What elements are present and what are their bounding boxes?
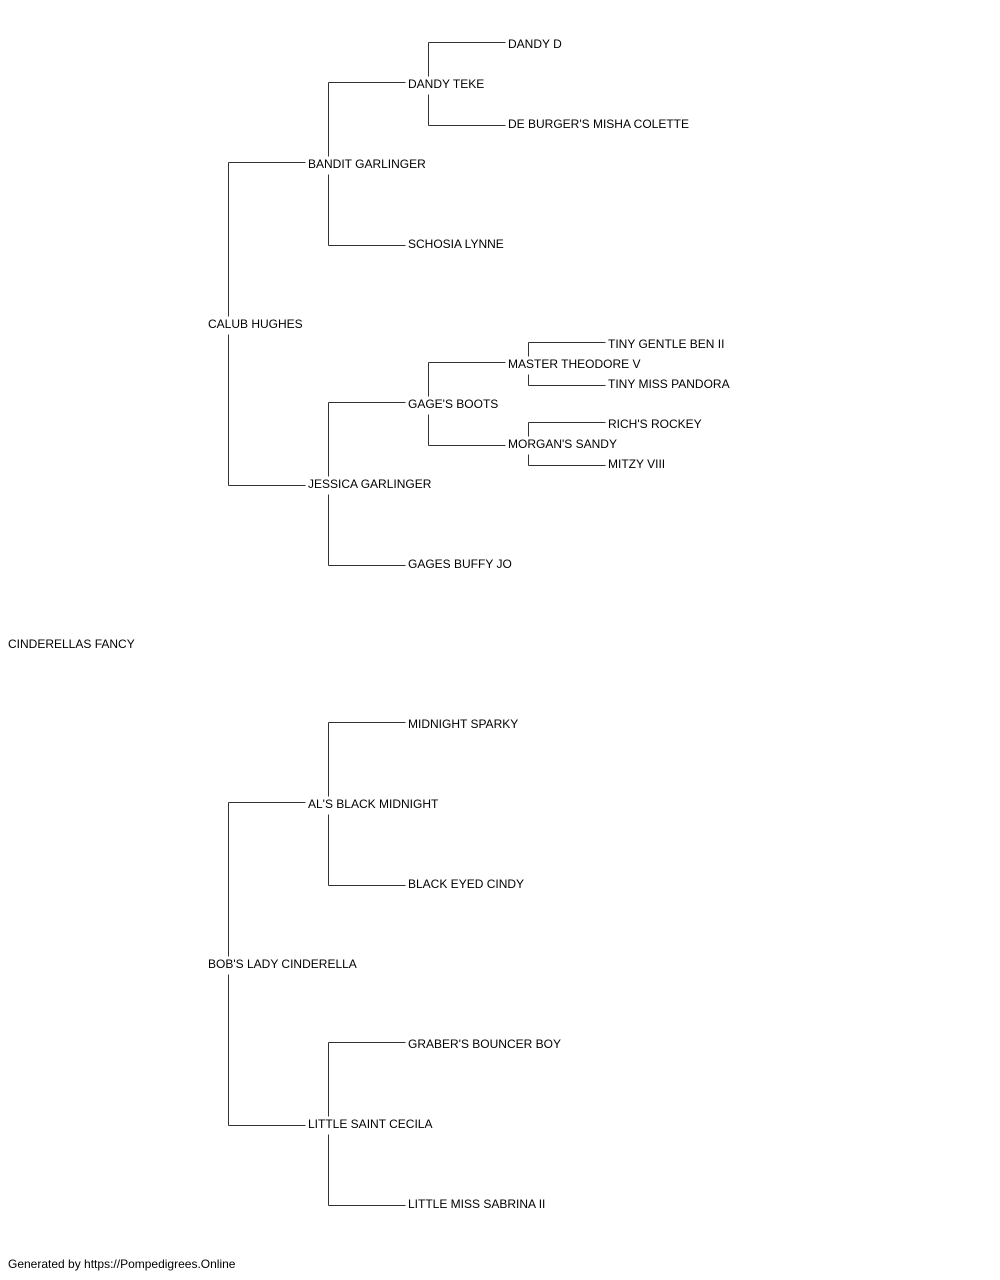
node-sire-dam-sire: GAGE'S BOOTS	[408, 397, 499, 411]
node-subject: CINDERELLAS FANCY	[8, 637, 135, 651]
node-sssd: DE BURGER'S MISHA COLETTE	[508, 117, 689, 131]
node-sdsds: RICH'S ROCKEY	[608, 417, 702, 431]
node-sire-dam: JESSICA GARLINGER	[308, 477, 432, 491]
node-sire-dam-dam: GAGES BUFFY JO	[408, 557, 512, 571]
node-sire: CALUB HUGHES	[208, 317, 303, 331]
node-ssss: DANDY D	[508, 37, 562, 51]
node-dam-sire: AL'S BLACK MIDNIGHT	[308, 797, 439, 811]
footer-credit: Generated by https://Pompedigrees.Online	[8, 1257, 236, 1271]
node-sdsd: MORGAN'S SANDY	[508, 437, 617, 451]
node-dam: BOB'S LADY CINDERELLA	[208, 957, 357, 971]
node-dam-dam-sire: GRABER'S BOUNCER BOY	[408, 1037, 561, 1051]
node-sdssd: TINY MISS PANDORA	[608, 377, 730, 391]
node-dam-sire-sire: MIDNIGHT SPARKY	[408, 717, 519, 731]
node-sdsdd: MITZY VIII	[608, 457, 666, 471]
node-dam-dam-dam: LITTLE MISS SABRINA II	[408, 1197, 546, 1211]
node-sdsss: TINY GENTLE BEN II	[608, 337, 725, 351]
node-dam-dam: LITTLE SAINT CECILA	[308, 1117, 433, 1131]
node-sire-sire: BANDIT GARLINGER	[308, 157, 426, 171]
node-sdss: MASTER THEODORE V	[508, 357, 641, 371]
node-dam-sire-dam: BLACK EYED CINDY	[408, 877, 525, 891]
node-sire-sire-dam: SCHOSIA LYNNE	[408, 237, 504, 251]
node-sire-sire-sire: DANDY TEKE	[408, 77, 485, 91]
